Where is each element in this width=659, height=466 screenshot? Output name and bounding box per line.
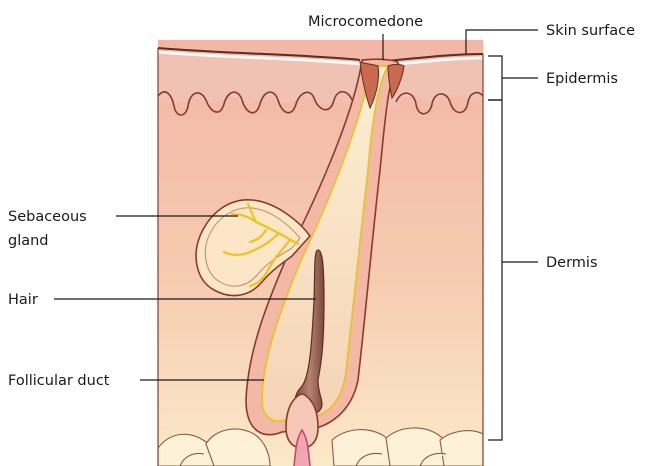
- label-microcomedone: Microcomedone: [308, 14, 423, 30]
- label-sebaceous: Sebaceous: [8, 209, 87, 225]
- dermis-bracket: [488, 100, 538, 440]
- epidermis-bracket: [488, 56, 538, 100]
- label-epidermis: Epidermis: [546, 71, 618, 87]
- label-dermis: Dermis: [546, 255, 598, 271]
- label-skin-surface: Skin surface: [546, 23, 635, 39]
- label-hair: Hair: [8, 292, 38, 308]
- label-gland: gland: [8, 233, 49, 249]
- skin-cross-section: [158, 40, 483, 466]
- label-follicular-duct: Follicular duct: [8, 373, 110, 389]
